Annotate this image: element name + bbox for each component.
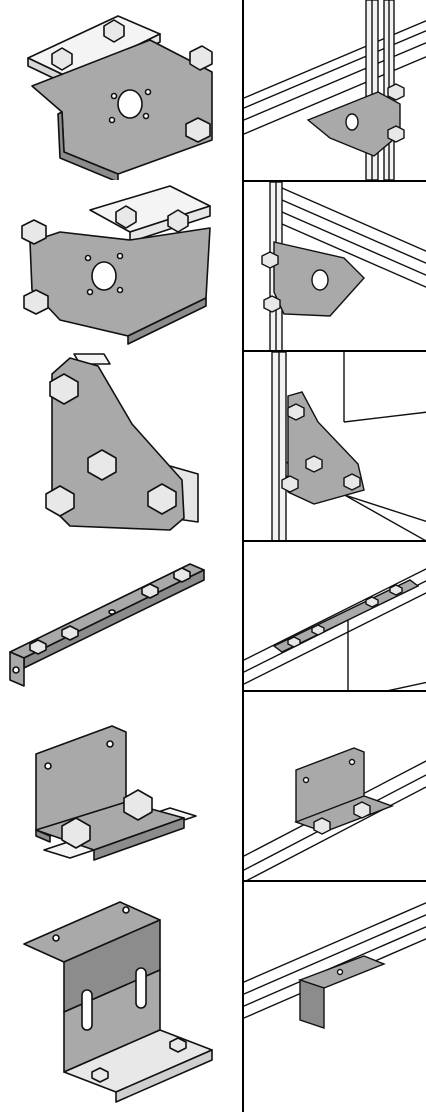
part-triangular-corner-plate	[0, 350, 240, 540]
part-straight-joint-strip	[0, 540, 240, 690]
scene-z-bracket-under-profile	[242, 880, 426, 1112]
scene-motor-mount-on-vertical-frame	[242, 0, 426, 180]
scene-motor-mount-on-profile-corner	[242, 180, 426, 352]
part-motor-mount-plate	[0, 0, 240, 180]
part-motor-mount-plate-mirrored	[0, 180, 240, 350]
scene-joint-strip-on-profile	[242, 540, 426, 692]
part-z-bracket-slotted	[0, 880, 240, 1110]
part-angle-bracket	[0, 690, 240, 880]
scene-triangular-plate-joining-frame	[242, 350, 426, 542]
scene-angle-bracket-on-profile	[242, 690, 426, 882]
